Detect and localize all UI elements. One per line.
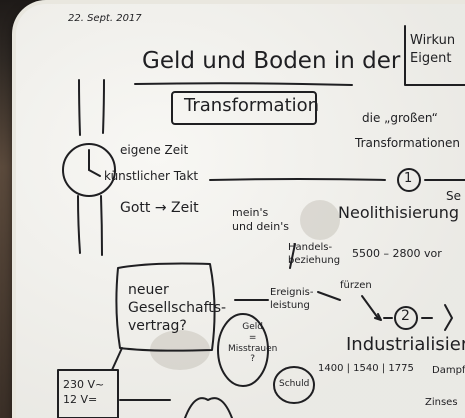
- era1-label: 5500 – 2800 vor: [352, 247, 442, 260]
- clock-label-takt: künstlicher Takt: [104, 169, 199, 183]
- furzen-arrow: [361, 295, 379, 319]
- top-right-box: [404, 25, 465, 86]
- board-smudge: [300, 200, 340, 240]
- volt-label: 230 V~ 12 V=: [63, 378, 105, 406]
- handels-label: Handels- beziehung: [288, 242, 341, 266]
- geld-label: Geld = Misstrauen ?: [228, 322, 278, 365]
- step1-suffix: Se: [446, 189, 461, 203]
- step1-number: 1: [404, 171, 413, 186]
- handels-arrow: [289, 243, 296, 269]
- step1-circle: [397, 168, 421, 192]
- main-timeline: [209, 178, 386, 181]
- dash-end: [444, 304, 453, 331]
- neuer-label: neuer Gesellschafts- vertrag?: [128, 282, 227, 335]
- geld-oval: [217, 313, 269, 387]
- watch-strap-top-right: [102, 79, 105, 134]
- step2-circle: [394, 306, 418, 330]
- speech-tail: [111, 347, 123, 371]
- volt-box: [57, 369, 119, 418]
- butterfly-sketch: [184, 397, 233, 418]
- neuer-box: [115, 262, 216, 352]
- dampf-label: Dampf: [432, 365, 465, 376]
- title-box: [171, 91, 317, 125]
- board-lighting: [16, 4, 465, 418]
- step1-name: Neolithisierung: [338, 203, 459, 222]
- era2-label: 1400 | 1540 | 1775: [318, 363, 414, 374]
- top-right-text: Wirkun Eigent: [410, 33, 456, 66]
- transformationen-label: Transformationen: [355, 136, 461, 150]
- clock-label-gott: Gott → Zeit: [120, 200, 199, 216]
- watch-strap-bottom-left: [77, 195, 81, 254]
- date-label: 22. Sept. 2017: [68, 13, 142, 24]
- schuld-oval: [273, 366, 315, 404]
- furzen-label: fürzen: [340, 280, 372, 291]
- ereignis-link: [317, 291, 341, 301]
- watch-strap-bottom-right: [100, 195, 103, 256]
- schuld-label: Schuld: [279, 379, 310, 389]
- title-underline: [134, 82, 353, 86]
- clock-hand-minute: [88, 169, 101, 177]
- arrowhead: [374, 313, 382, 321]
- step2-number: 2: [401, 308, 410, 324]
- ereignis-label: Ereignis- leistung: [270, 287, 314, 311]
- whiteboard: [16, 4, 465, 418]
- watch-strap-top-left: [78, 79, 81, 136]
- zinses-label: Zinses: [425, 397, 458, 408]
- clock-face: [62, 143, 116, 197]
- clock-label-eigene-zeit: eigene Zeit: [120, 143, 189, 157]
- grossen-label: die „großen“: [362, 111, 438, 125]
- meins-label: mein's und dein's: [232, 206, 289, 234]
- title-line2: Transformation: [184, 95, 320, 116]
- title-line1: Geld und Boden in der: [142, 48, 401, 74]
- step2-name: Industrialisierung: [346, 334, 465, 355]
